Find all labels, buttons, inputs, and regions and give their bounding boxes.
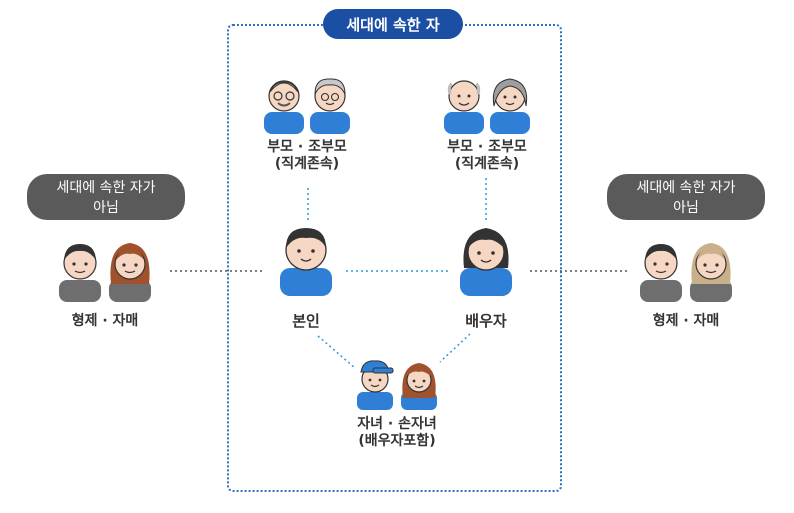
bubble-line2: 아님	[673, 200, 699, 216]
parents-line1: 부모 · 조부모	[267, 139, 347, 155]
children-label: 자녀 · 손자녀 (배우자포함)	[337, 416, 457, 450]
bubble-line1: 세대에 속한 자가	[56, 180, 156, 196]
not-household-bubble-left: 세대에 속한 자가 아님	[27, 174, 185, 220]
children-icon	[357, 360, 437, 410]
grandparents-icon-left	[264, 78, 350, 134]
siblings-label-left: 형제 · 자매	[71, 313, 139, 329]
parents-label-left: 부모 · 조부모 (직계존속)	[247, 139, 367, 173]
household-title-badge: 세대에 속한 자	[323, 9, 463, 39]
bubble-line1: 세대에 속한 자가	[636, 180, 736, 196]
parents-line1: 부모 · 조부모	[447, 139, 527, 155]
self-label: 본인	[292, 312, 320, 330]
spouse-person-icon	[460, 228, 512, 296]
grandparents-icon-right	[444, 78, 530, 134]
siblings-icon-left	[59, 243, 151, 302]
siblings-label-right: 형제 · 자매	[652, 313, 720, 329]
children-line1: 자녀 · 손자녀	[357, 416, 437, 432]
parents-line2: (직계존속)	[454, 156, 520, 172]
parents-line2: (직계존속)	[274, 156, 340, 172]
parents-label-right: 부모 · 조부모 (직계존속)	[427, 139, 547, 173]
spouse-label: 배우자	[465, 312, 507, 330]
siblings-icon-right	[640, 243, 732, 302]
self-person-icon	[280, 228, 332, 296]
not-household-bubble-right: 세대에 속한 자가 아님	[607, 174, 765, 220]
bubble-line2: 아님	[93, 200, 119, 216]
children-line2: (배우자포함)	[358, 433, 436, 449]
